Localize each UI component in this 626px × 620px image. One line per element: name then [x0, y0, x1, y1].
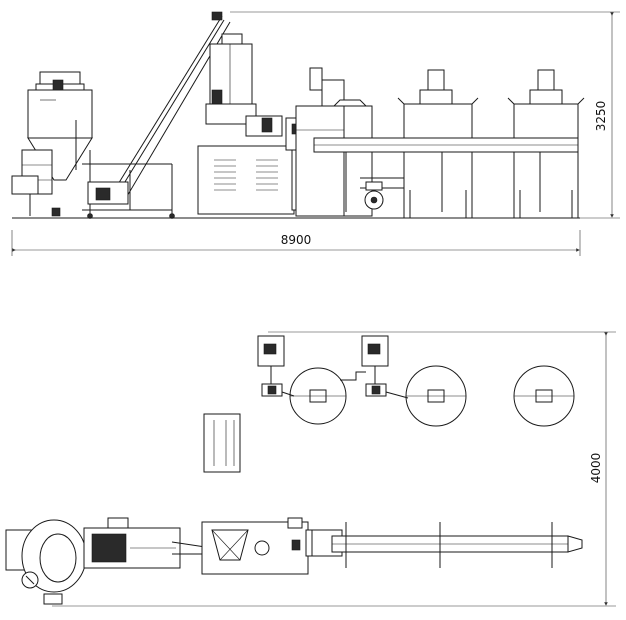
pipe-link: [340, 371, 366, 381]
height-dimension-label: 3250: [594, 101, 608, 132]
extruder-plan: [201, 517, 321, 575]
mixer-motor-plan: [83, 517, 181, 569]
mixer-tank: [11, 71, 93, 217]
height-dimension: 3250: [230, 11, 620, 219]
length-dimension: 8900: [11, 230, 581, 256]
control-unit-1: [257, 335, 285, 397]
side-conveyor-rail: [313, 137, 579, 212]
kettle-plan-3: [513, 365, 575, 427]
depth-dimension-label: 4000: [589, 453, 603, 484]
kettle-plan-1: [281, 367, 347, 425]
kettle-plan-2: [385, 365, 467, 427]
circulation-pump: [364, 181, 384, 210]
screw-conveyor: [82, 11, 231, 219]
extruder-vent-slots: [214, 159, 278, 191]
plan-view: 4000: [5, 331, 616, 607]
cooking-kettle-3: [507, 69, 585, 219]
belt-conveyor-plan: [311, 522, 583, 568]
length-dimension-label: 8900: [281, 233, 312, 247]
depth-dimension: 4000: [52, 331, 616, 607]
control-unit-2: [361, 335, 389, 397]
cooking-kettle-1: [295, 67, 345, 217]
electrical-cabinet-plan: [203, 413, 241, 473]
mixer-plan: [5, 519, 87, 605]
side-elevation-view: 8900 3250: [11, 11, 620, 256]
kettle-platform: [332, 99, 373, 217]
kettle-legs: [409, 190, 573, 218]
